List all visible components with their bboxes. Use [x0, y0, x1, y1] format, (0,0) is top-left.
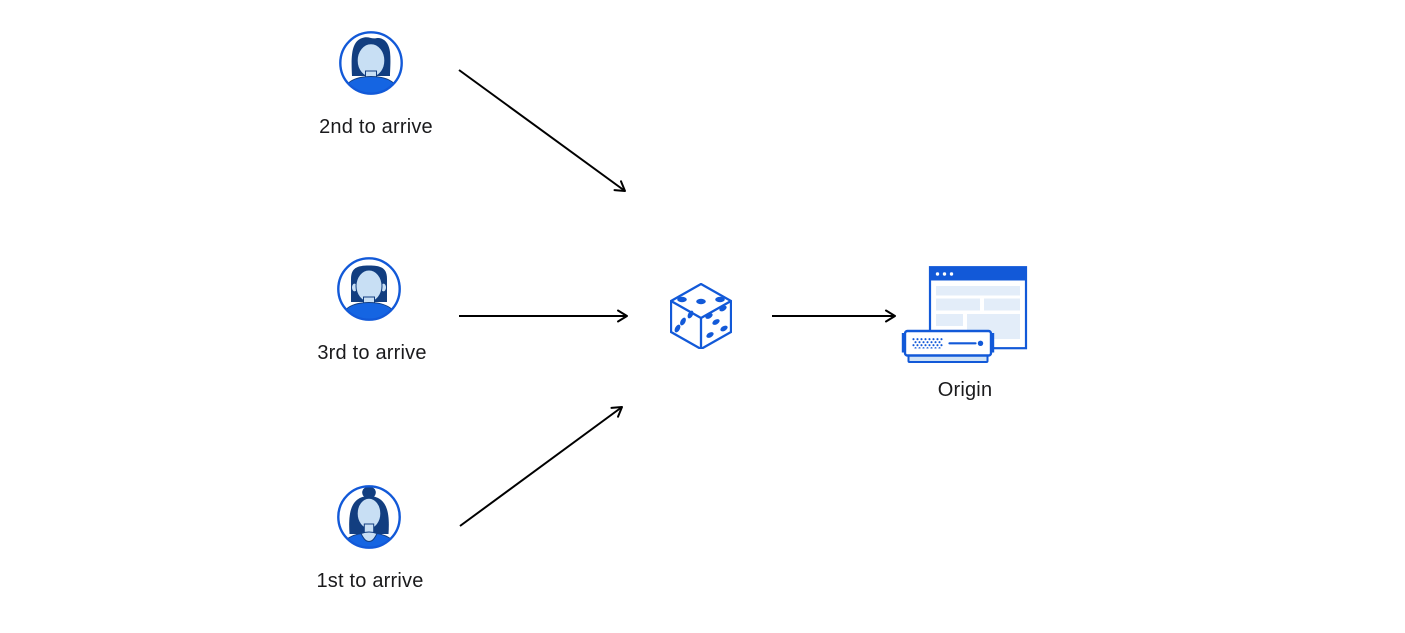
- arrow-visitor2-to-dice: [458, 69, 626, 192]
- visitor-2nd-label: 2nd to arrive: [319, 116, 433, 138]
- origin-label: Origin: [937, 379, 993, 401]
- origin-node: [896, 262, 1030, 366]
- dice-icon: [670, 283, 732, 349]
- visitor-3rd-label: 3rd to arrive: [317, 342, 427, 364]
- browser-window: [928, 266, 1028, 350]
- arrow-visitor1-to-dice: [459, 406, 623, 527]
- avatar-man-flat-hair-icon: [337, 257, 401, 321]
- avatar-man-swoosh-hair-icon: [339, 31, 403, 95]
- random-selector-node: [670, 283, 732, 349]
- visitor-3rd-node: [336, 256, 402, 322]
- visitor-1st-node: [336, 484, 402, 550]
- visitor-2nd-node: [338, 30, 404, 96]
- server-appliance: [901, 329, 995, 363]
- avatar-woman-bun-hair-icon: [337, 485, 401, 549]
- visitor-1st-label: 1st to arrive: [316, 570, 424, 592]
- origin-server-browser-icon: [901, 266, 1028, 363]
